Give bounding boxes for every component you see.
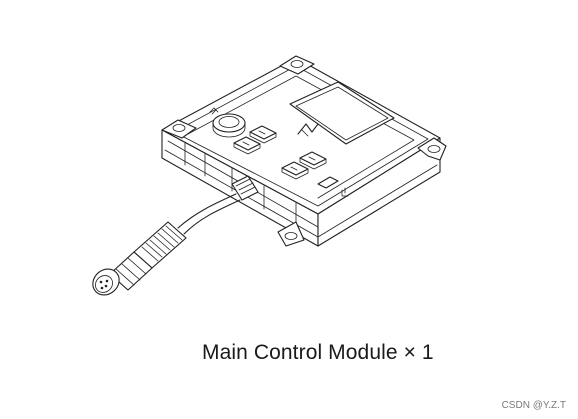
brand-logo-icon [297,123,319,137]
mounting-ear-top [279,55,315,75]
port-symbol-icon [341,187,349,197]
mounting-ear-left [161,119,197,139]
watermark: CSDN @Y.Z.T [501,400,566,411]
m12-connector [92,221,187,296]
round-sensor [212,113,246,138]
button-4 [281,161,309,180]
mounting-ear-bottom [277,221,305,247]
button-2 [233,136,261,155]
indicator-slot [317,176,339,189]
antenna-mark-icon [209,107,219,115]
cable [177,193,241,235]
main-control-module-drawing [92,55,447,296]
display-window [289,81,395,145]
button-3 [299,151,327,170]
mounting-ear-right [417,137,447,161]
button-1 [249,125,277,144]
figure-caption: Main Control Module × 1 [202,341,434,364]
cable-gland [231,175,259,201]
